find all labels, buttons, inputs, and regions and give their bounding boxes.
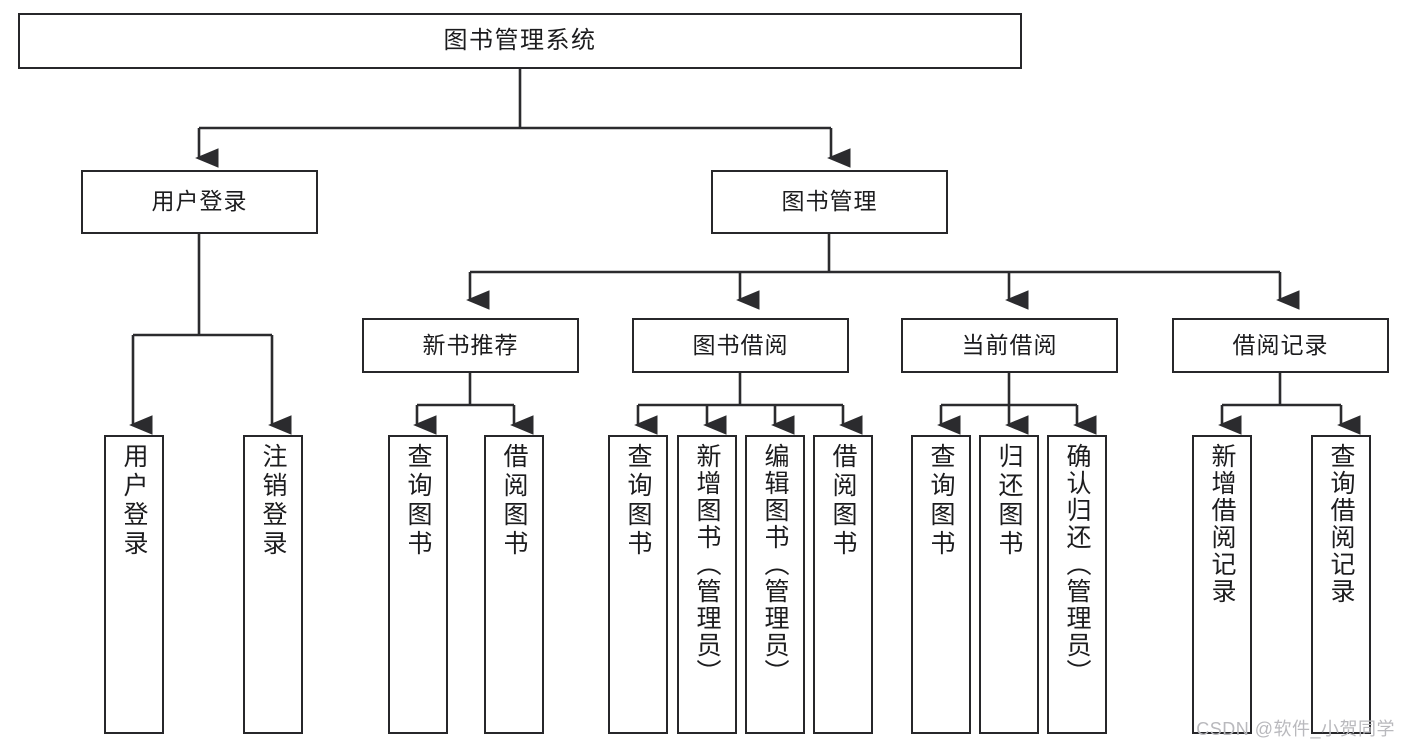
node-label: 归还图书 (995, 443, 1023, 559)
node-leaf-add-record[interactable]: 新增借阅记录 (1192, 435, 1252, 734)
node-label: 新书推荐 (422, 331, 519, 358)
node-leaf-borrow-book-2[interactable]: 借阅图书 (813, 435, 873, 734)
node-leaf-add-book[interactable]: 新增图书（管理员） (677, 435, 737, 734)
node-new-book-recommend[interactable]: 新书推荐 (362, 318, 579, 373)
node-label: 新增图书（管理员） (693, 443, 721, 686)
node-label: 注销登录 (259, 443, 287, 559)
node-leaf-confirm-return[interactable]: 确认归还（管理员） (1047, 435, 1107, 734)
node-book-borrow[interactable]: 图书借阅 (632, 318, 849, 373)
node-leaf-borrow-book-1[interactable]: 借阅图书 (484, 435, 544, 734)
node-user-login[interactable]: 用户登录 (81, 170, 318, 234)
node-leaf-return-book[interactable]: 归还图书 (979, 435, 1039, 734)
node-label: 查询图书 (624, 443, 652, 559)
node-root-system[interactable]: 图书管理系统 (18, 13, 1022, 69)
node-leaf-query-book-2[interactable]: 查询图书 (608, 435, 668, 734)
node-label: 图书管理系统 (443, 26, 597, 54)
node-label: 借阅图书 (500, 443, 528, 559)
node-label: 查询借阅记录 (1327, 443, 1355, 605)
node-current-borrow[interactable]: 当前借阅 (901, 318, 1118, 373)
node-label: 用户登录 (120, 443, 148, 559)
node-borrow-record[interactable]: 借阅记录 (1172, 318, 1389, 373)
node-label: 借阅图书 (829, 443, 857, 559)
node-leaf-query-book-3[interactable]: 查询图书 (911, 435, 971, 734)
node-label: 图书借阅 (692, 331, 789, 358)
node-label: 图书管理 (781, 188, 878, 215)
node-label: 查询图书 (404, 443, 432, 559)
node-leaf-edit-book[interactable]: 编辑图书（管理员） (745, 435, 805, 734)
node-label: 新增借阅记录 (1208, 443, 1236, 605)
node-label: 查询图书 (927, 443, 955, 559)
node-leaf-user-login[interactable]: 用户登录 (104, 435, 164, 734)
node-book-manage[interactable]: 图书管理 (711, 170, 948, 234)
node-label: 编辑图书（管理员） (761, 443, 789, 686)
watermark: CSDN @软件_小贺同学 (1196, 719, 1395, 739)
node-leaf-logout[interactable]: 注销登录 (243, 435, 303, 734)
node-label: 借阅记录 (1232, 331, 1329, 358)
node-leaf-query-book-1[interactable]: 查询图书 (388, 435, 448, 734)
node-label: 确认归还（管理员） (1063, 443, 1091, 686)
node-label: 当前借阅 (961, 331, 1058, 358)
node-leaf-query-record[interactable]: 查询借阅记录 (1311, 435, 1371, 734)
node-label: 用户登录 (151, 188, 248, 215)
